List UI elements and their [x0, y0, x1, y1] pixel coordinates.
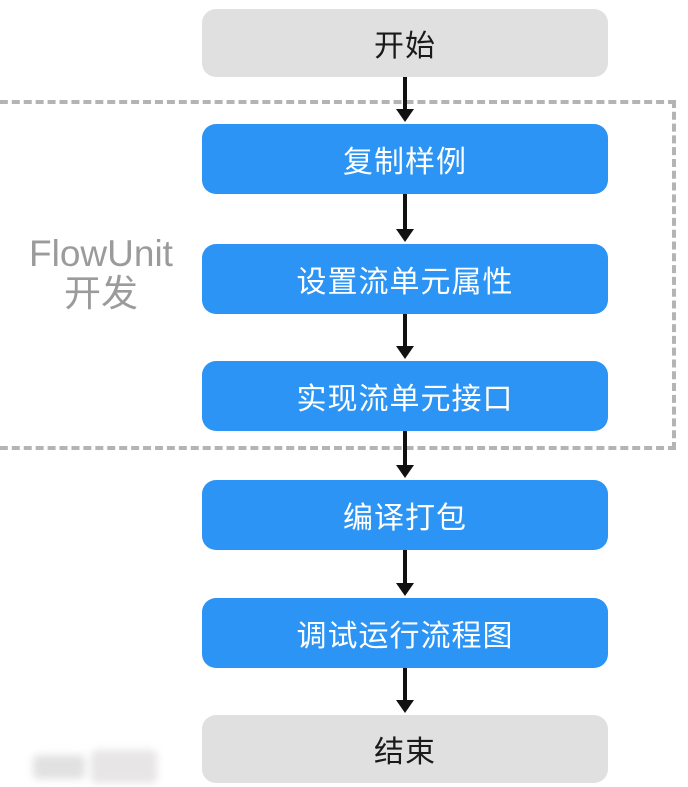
arrow-down-5 — [396, 550, 414, 596]
arrow-shaft — [403, 314, 407, 346]
group-label-line1: FlowUnit — [29, 233, 173, 274]
arrow-shaft — [403, 668, 407, 700]
group-label-line2: 开发 — [64, 273, 138, 314]
watermark-blur — [33, 750, 159, 784]
arrowhead-icon — [396, 465, 414, 478]
node-set-flowunit-properties: 设置流单元属性 — [202, 244, 608, 314]
node-compile-package: 编译打包 — [202, 480, 608, 550]
node-end: 结束 — [202, 715, 608, 783]
arrow-down-1 — [396, 77, 414, 122]
watermark-blob — [91, 750, 157, 783]
node-implement-flowunit-interface: 实现流单元接口 — [202, 361, 608, 431]
arrowhead-icon — [396, 583, 414, 596]
arrowhead-icon — [396, 700, 414, 713]
node-copy-sample: 复制样例 — [202, 124, 608, 194]
watermark-blob — [33, 755, 85, 779]
flowunit-dev-group-border — [0, 100, 676, 450]
node-start: 开始 — [202, 9, 608, 77]
arrowhead-icon — [396, 229, 414, 242]
arrow-shaft — [403, 550, 407, 583]
node-debug-run-flowchart: 调试运行流程图 — [202, 598, 608, 668]
arrow-shaft — [403, 77, 407, 109]
arrowhead-icon — [396, 346, 414, 359]
arrowhead-icon — [396, 109, 414, 122]
arrow-shaft — [403, 194, 407, 229]
arrow-down-4 — [396, 431, 414, 478]
arrow-down-2 — [396, 194, 414, 242]
flowunit-dev-group-label: FlowUnit 开发 — [8, 234, 194, 314]
arrow-down-3 — [396, 314, 414, 359]
arrow-shaft — [403, 431, 407, 465]
arrow-down-6 — [396, 668, 414, 713]
